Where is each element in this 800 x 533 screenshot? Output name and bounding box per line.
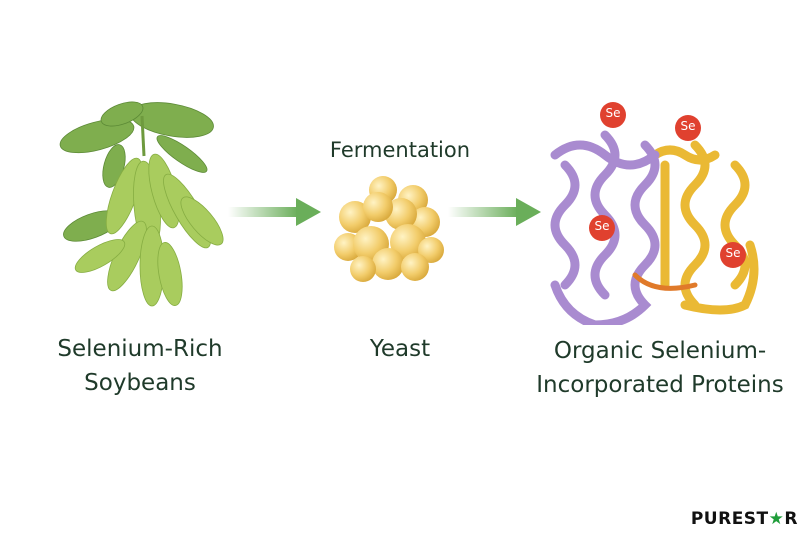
fermentation-label: Fermentation bbox=[329, 138, 471, 162]
soybeans-label: Selenium-Rich Soybeans bbox=[57, 336, 223, 396]
proteins-label: Organic Selenium- Incorporated Proteins bbox=[536, 338, 784, 398]
selenium-marker: Se bbox=[725, 246, 741, 260]
arrow-right-icon bbox=[228, 198, 321, 226]
selenium-marker: Se bbox=[605, 106, 621, 120]
selenium-markers bbox=[589, 102, 746, 268]
selenium-marker: Se bbox=[594, 219, 610, 233]
yeast-label: Yeast bbox=[369, 336, 431, 362]
protein-ribbon-image bbox=[550, 102, 759, 325]
arrow-right-icon bbox=[448, 198, 541, 226]
star-icon: ★ bbox=[768, 509, 785, 529]
soybean-plant-image bbox=[59, 101, 224, 307]
selenium-marker: Se bbox=[680, 119, 696, 133]
purestar-logo: PUREST★R bbox=[690, 509, 798, 529]
yeast-cluster-image bbox=[334, 176, 444, 282]
